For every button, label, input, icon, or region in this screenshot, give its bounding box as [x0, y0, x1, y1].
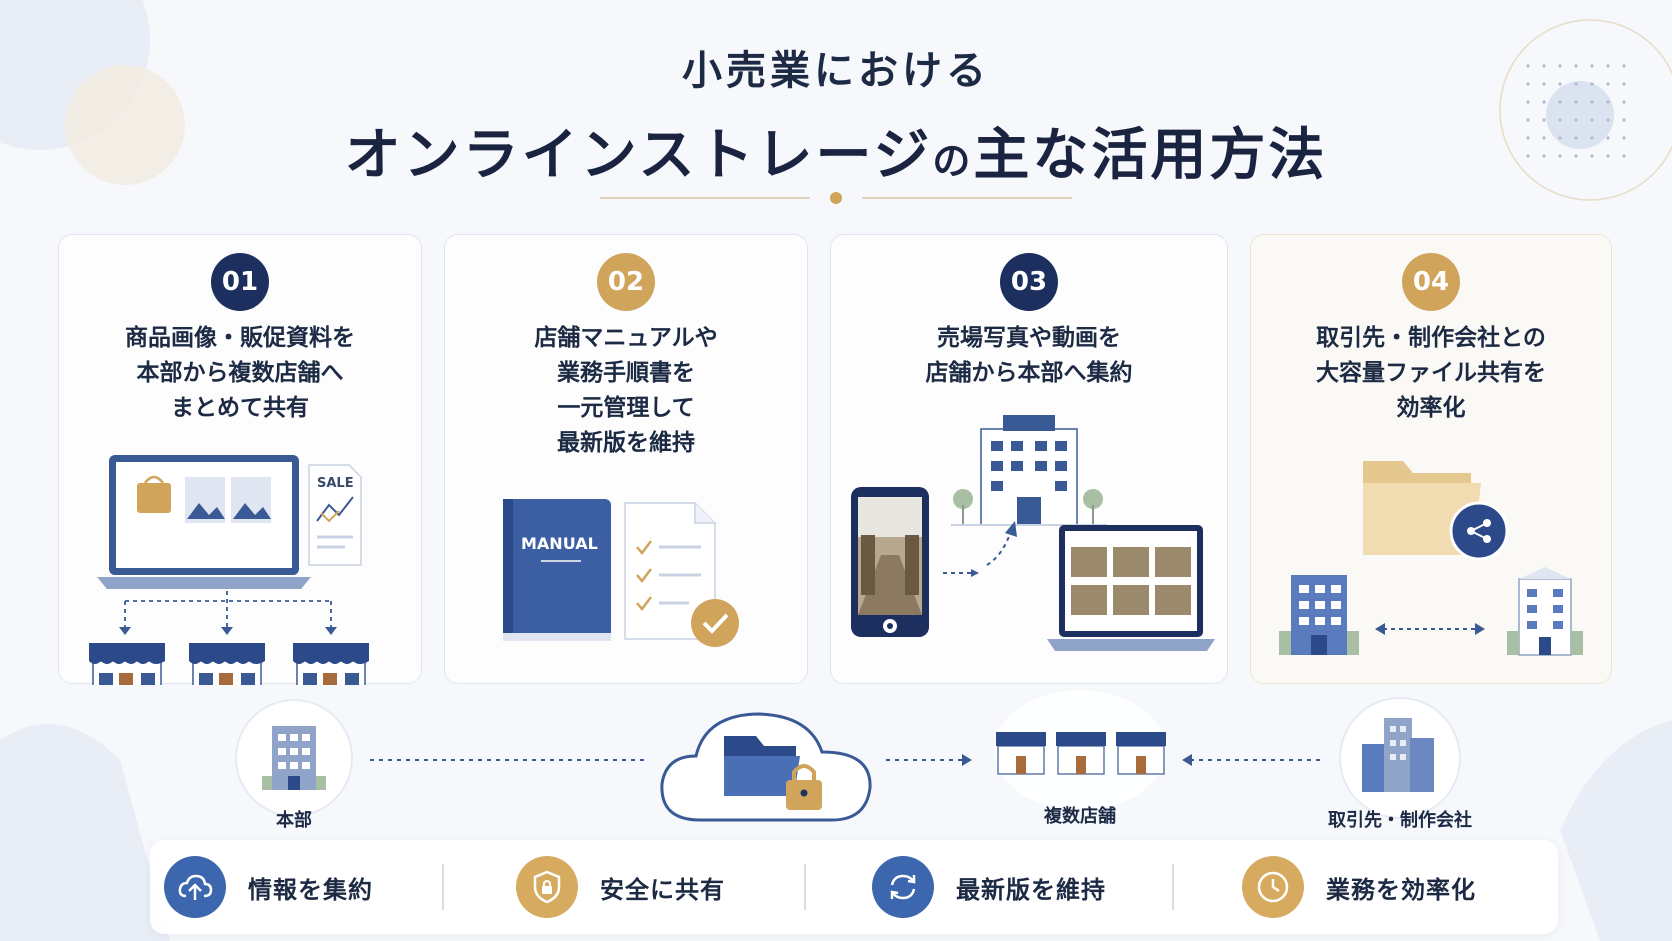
cloud-upload-icon [164, 856, 226, 918]
headquarters-building-icon [951, 415, 1107, 526]
card-02: 02 店舗マニュアルや 業務手順書を 一元管理して 最新版を維持 MANUAL [444, 234, 808, 684]
shared-folder-icon [1363, 461, 1509, 561]
card-01: 01 商品画像・販促資料を 本部から複数店舗へ まとめて共有 SALE [58, 234, 422, 685]
card-number-badge: 03 [1000, 253, 1058, 311]
card-description: 売場写真や動画を 店舗から本部へ集約 [831, 321, 1227, 391]
card-number-badge: 02 [597, 253, 655, 311]
title-particle: の [932, 139, 974, 183]
benefit-secure-share: 安全に共有 [516, 840, 725, 934]
checklist-icon [624, 502, 739, 647]
photo-upload-illustration [851, 415, 1215, 651]
card-text-line: 最新版を維持 [557, 430, 695, 456]
title-block: 小売業における オンラインストレージの主な活用方法 [0, 38, 1672, 191]
manual-book-icon: MANUAL [503, 499, 611, 641]
sale-flyer-icon: SALE [308, 464, 362, 566]
distribution-arrows [124, 591, 332, 627]
card-text-line: 商品画像・販促資料を [125, 325, 355, 351]
benefit-label: 業務を効率化 [1326, 875, 1476, 904]
card-text-line: 大容量ファイル共有を [1316, 360, 1546, 386]
divider [1172, 864, 1174, 910]
card-text-line: 業務手順書を [557, 360, 695, 386]
upload-arrow-icon [943, 521, 1017, 577]
hq-label: 本部 [276, 810, 312, 831]
stores-node-icon [994, 690, 1166, 810]
title-line-2: オンラインストレージの主な活用方法 [0, 110, 1672, 191]
card-04: 04 取引先・制作会社との 大容量ファイル共有を 効率化 [1250, 234, 1612, 684]
card-text-line: 本部から複数店舗へ [136, 360, 344, 386]
benefit-label: 最新版を維持 [956, 875, 1106, 904]
store-icons [89, 643, 369, 685]
company-building-icon [1279, 575, 1359, 655]
benefit-keep-latest: 最新版を維持 [872, 840, 1106, 934]
hq-node-icon [235, 699, 353, 817]
card-text-line: 取引先・制作会社との [1316, 325, 1546, 351]
stores-label: 複数店舗 [1044, 806, 1116, 827]
cloud-storage-icon [660, 712, 872, 822]
benefits-bar: 情報を集約 安全に共有 最新版を維持 [150, 840, 1558, 934]
sale-label: SALE [317, 476, 354, 491]
card-text-line: 効率化 [1396, 395, 1466, 421]
shield-lock-icon [516, 856, 578, 918]
storage-flow-diagram [235, 690, 1461, 822]
card-number-badge: 04 [1402, 253, 1460, 311]
partners-node-icon [1339, 697, 1461, 819]
manual-label: MANUAL [521, 534, 598, 553]
laptop-gallery-icon [1047, 525, 1215, 651]
card-text-line: 売場写真や動画を [937, 325, 1121, 351]
benefit-label: 情報を集約 [248, 875, 373, 904]
title-divider [600, 192, 1072, 204]
card-text-line: まとめて共有 [171, 395, 309, 421]
divider [442, 864, 444, 910]
partners-label: 取引先・制作会社 [1328, 810, 1472, 831]
manual-checklist-illustration: MANUAL [503, 499, 739, 647]
card-description: 店舗マニュアルや 業務手順書を 一元管理して 最新版を維持 [445, 321, 807, 461]
title-main: オンラインストレージ [344, 123, 933, 188]
divider [804, 864, 806, 910]
card-number-badge: 01 [211, 253, 269, 311]
laptop-to-stores-illustration: SALE [89, 455, 369, 685]
benefit-efficiency: 業務を効率化 [1242, 840, 1476, 934]
benefit-collect: 情報を集約 [164, 840, 373, 934]
title-tail: 主な活用方法 [973, 123, 1328, 188]
clock-icon [1242, 856, 1304, 918]
card-text-line: 一元管理して [557, 395, 695, 421]
benefit-label: 安全に共有 [600, 875, 725, 904]
laptop-icon [97, 455, 311, 589]
sync-icon [872, 856, 934, 918]
smartphone-icon [851, 487, 929, 637]
bidirectional-arrow-icon [1375, 623, 1485, 635]
partner-building-icon [1507, 567, 1583, 656]
card-text-line: 店舗マニュアルや [534, 325, 718, 351]
title-line-1: 小売業における [682, 48, 990, 94]
partner-sharing-illustration [1279, 461, 1583, 656]
card-text-line: 店舗から本部へ集約 [925, 360, 1133, 386]
card-description: 取引先・制作会社との 大容量ファイル共有を 効率化 [1251, 321, 1611, 426]
card-description: 商品画像・販促資料を 本部から複数店舗へ まとめて共有 [59, 321, 421, 426]
card-03: 03 売場写真や動画を 店舗から本部へ集約 [830, 234, 1228, 684]
